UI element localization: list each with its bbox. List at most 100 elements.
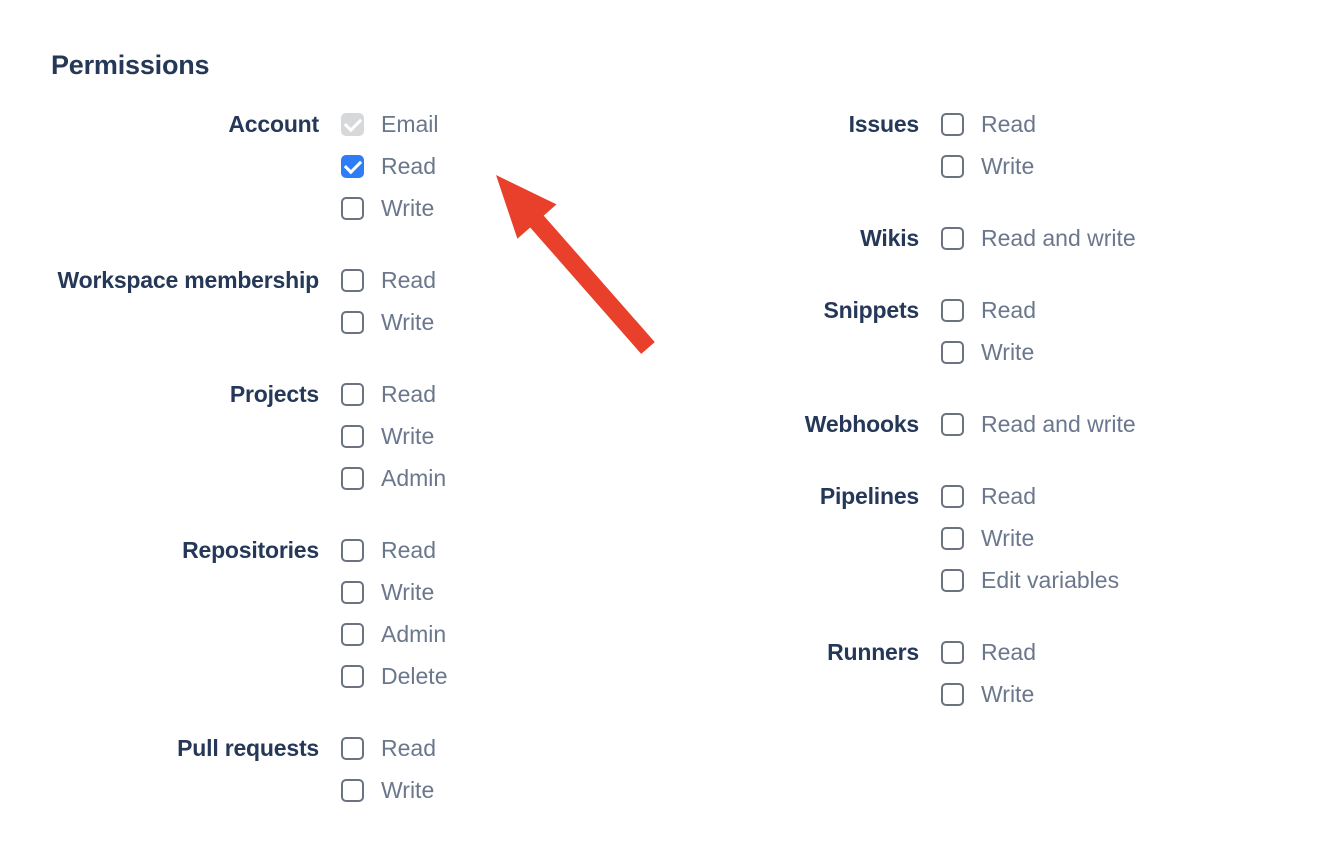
permission-option-label: Read xyxy=(981,639,1036,665)
permission-option-label: Edit variables xyxy=(981,567,1120,593)
permission-option-row[interactable]: Read xyxy=(341,373,446,415)
permission-option-label: Write xyxy=(981,681,1035,707)
permission-group-label: Runners xyxy=(827,639,919,665)
permission-option-row[interactable]: Read xyxy=(341,529,447,571)
checkbox-repositories-read[interactable] xyxy=(341,538,364,562)
checkbox-wikis-read-and-write[interactable] xyxy=(941,226,964,250)
permission-option-label: Read xyxy=(381,267,436,293)
permission-option-label: Read xyxy=(981,483,1036,509)
checkbox-account-read[interactable] xyxy=(341,154,364,178)
permission-option-label: Admin xyxy=(381,621,447,647)
checkbox-projects-read[interactable] xyxy=(341,382,364,406)
permission-option-row[interactable]: Write xyxy=(341,769,436,811)
permission-group-label: Pull requests xyxy=(177,735,319,761)
checkbox-issues-read[interactable] xyxy=(941,112,964,136)
page-title: Permissions xyxy=(51,50,210,80)
checkbox-pipelines-edit-variables[interactable] xyxy=(941,568,964,592)
permission-option-row[interactable]: Read xyxy=(941,475,1119,517)
checkbox-projects-admin[interactable] xyxy=(341,466,364,490)
checkbox-issues-write[interactable] xyxy=(941,154,964,178)
permission-option-label: Write xyxy=(381,579,435,605)
checkbox-pull-requests-write[interactable] xyxy=(341,778,364,802)
permission-option-label: Read and write xyxy=(981,411,1136,437)
permission-option-row[interactable]: Write xyxy=(941,145,1036,187)
checkbox-projects-write[interactable] xyxy=(341,424,364,448)
checkbox-account-write[interactable] xyxy=(341,196,364,220)
permission-option-label: Write xyxy=(381,777,435,803)
permission-group-label: Pipelines xyxy=(819,483,919,509)
permission-group-label: Issues xyxy=(848,111,920,137)
permission-group-label: Projects xyxy=(229,381,319,407)
permission-option-label: Read and write xyxy=(981,225,1136,251)
permission-option-row[interactable]: Write xyxy=(941,673,1036,715)
checkbox-workspace-membership-read[interactable] xyxy=(341,268,364,292)
permission-group-label: Repositories xyxy=(182,537,319,563)
checkmark-icon xyxy=(343,113,362,132)
permission-option-label: Admin xyxy=(381,465,447,491)
permission-option-label: Write xyxy=(981,153,1035,179)
permission-group-label: Workspace membership xyxy=(57,267,320,293)
permission-group-label: Webhooks xyxy=(804,411,919,437)
checkbox-snippets-write[interactable] xyxy=(941,340,964,364)
checkbox-pipelines-write[interactable] xyxy=(941,526,964,550)
permission-option-row[interactable]: Email xyxy=(341,103,439,145)
checkbox-repositories-write[interactable] xyxy=(341,580,364,604)
permission-option-row[interactable]: Read and write xyxy=(941,217,1136,259)
permission-option-list: Read and write xyxy=(941,403,1136,445)
checkbox-runners-read[interactable] xyxy=(941,640,964,664)
permission-option-label: Write xyxy=(381,423,435,449)
permission-option-row[interactable]: Read xyxy=(341,727,436,769)
permission-option-label: Write xyxy=(381,195,435,221)
checkbox-snippets-read[interactable] xyxy=(941,298,964,322)
permission-option-label: Read xyxy=(381,381,436,407)
permission-option-row[interactable]: Read xyxy=(941,631,1036,673)
permission-option-label: Read xyxy=(381,537,436,563)
checkmark-icon xyxy=(343,155,362,174)
checkbox-repositories-admin[interactable] xyxy=(341,622,364,646)
permission-option-row[interactable]: Write xyxy=(341,187,439,229)
permission-option-row[interactable]: Write xyxy=(341,571,447,613)
permission-option-row[interactable]: Read xyxy=(341,145,439,187)
permission-option-row[interactable]: Edit variables xyxy=(941,559,1119,601)
permission-option-label: Read xyxy=(381,735,436,761)
checkbox-repositories-delete[interactable] xyxy=(341,664,364,688)
permission-option-row[interactable]: Write xyxy=(341,301,436,343)
permission-option-row[interactable]: Read xyxy=(941,103,1036,145)
permission-option-row[interactable]: Admin xyxy=(341,613,447,655)
permission-option-row[interactable]: Write xyxy=(941,517,1119,559)
permission-group-webhooks: Webhooks Read and write xyxy=(600,403,1300,445)
permission-option-row[interactable]: Admin xyxy=(341,457,446,499)
checkbox-webhooks-read-and-write[interactable] xyxy=(941,412,964,436)
permission-option-row[interactable]: Write xyxy=(341,415,446,457)
permission-option-label: Write xyxy=(981,525,1035,551)
permission-option-label: Read xyxy=(981,111,1036,137)
permission-option-row[interactable]: Write xyxy=(941,331,1036,373)
checkbox-pipelines-read[interactable] xyxy=(941,484,964,508)
permission-option-row[interactable]: Read xyxy=(341,259,436,301)
checkbox-pull-requests-read[interactable] xyxy=(341,736,364,760)
permission-option-label: Email xyxy=(381,111,439,137)
permission-option-row[interactable]: Read and write xyxy=(941,403,1136,445)
permission-group-label: Account xyxy=(228,111,319,137)
checkbox-runners-write[interactable] xyxy=(941,682,964,706)
permission-option-row[interactable]: Read xyxy=(941,289,1036,331)
permission-option-row[interactable]: Delete xyxy=(341,655,447,697)
checkbox-workspace-membership-write[interactable] xyxy=(341,310,364,334)
permission-option-label: Read xyxy=(981,297,1036,323)
checkbox-account-email xyxy=(341,112,364,136)
